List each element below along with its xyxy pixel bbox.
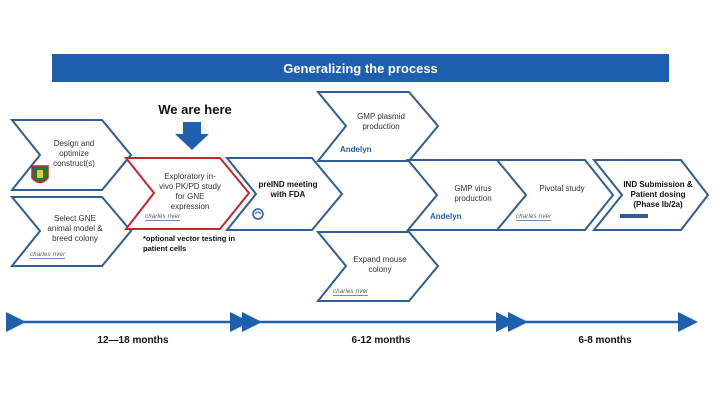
chevron-pivotal (494, 159, 615, 231)
step-select-label: Select GNE animal model & breed colony (47, 214, 103, 243)
charles-river-logo-pivotal: charles river (516, 214, 552, 221)
andelyn-logo-plasmid: Andelyn (340, 145, 372, 154)
round-seal-icon-ind (620, 214, 648, 218)
chevron-ind (591, 159, 710, 231)
step-preind-label: preIND meeting with FDA (258, 180, 318, 199)
timeline-label-1: 12—18 months (97, 335, 169, 346)
andelyn-logo-virus: Andelyn (430, 212, 462, 221)
round-seal-icon-preind (252, 208, 264, 220)
step-pivotal-label: Pivotal study (539, 184, 585, 193)
step-gmp-plasmid-label: GMP plasmid production (357, 112, 405, 131)
charles-river-logo-select: charles river (30, 252, 66, 259)
chevron-exploratory (123, 157, 251, 230)
charles-river-logo-exploratory: charles river (145, 214, 181, 221)
optional-vector-note: *optional vector testing in patient cell… (143, 234, 236, 253)
university-shield-icon (31, 165, 49, 184)
charles-river-logo-expand: charles river (333, 289, 369, 296)
step-expand-label: Expand mouse colony (353, 255, 407, 274)
chevron-expand (315, 231, 440, 302)
timeline-label-3: 6-8 months (578, 335, 632, 346)
step-ind-label: IND Submission & Patient dosing (Phase I… (623, 180, 693, 209)
chevron-select (9, 196, 133, 267)
down-arrow-icon (175, 122, 209, 150)
we-are-here-label: We are here (158, 102, 232, 117)
step-design-label: Design and optimize construct(s) (53, 139, 95, 168)
step-exploratory-label: Exploratory in-vivo PK/PD study for GNE … (159, 172, 221, 211)
step-gmp-virus-label: GMP virus production (454, 184, 492, 203)
banner-title: Generalizing the process (283, 60, 438, 76)
title-banner: Generalizing the process (52, 54, 669, 82)
timeline-label-2: 6-12 months (351, 335, 411, 346)
